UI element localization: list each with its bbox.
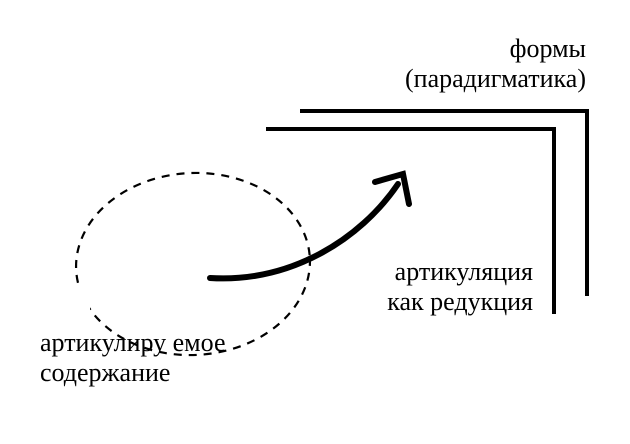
forms-label-line2: (парадигматика) bbox=[405, 64, 586, 93]
curved-arrow-icon bbox=[207, 181, 401, 282]
arrowhead-icon bbox=[372, 170, 412, 207]
articulation-label-line2: как редукция bbox=[387, 287, 533, 316]
inner-corner-frame bbox=[266, 127, 556, 314]
articulation-label: артикуляция как редукция bbox=[387, 257, 533, 317]
content-label-line2: содержание bbox=[40, 358, 171, 387]
ellipse-gap bbox=[64, 286, 90, 316]
forms-label: формы (парадигматика) bbox=[405, 34, 586, 94]
content-label-line1: артикулиру емое bbox=[40, 328, 226, 357]
articulation-label-line1: артикуляция bbox=[394, 257, 533, 286]
forms-label-line1: формы bbox=[509, 34, 586, 63]
content-label: артикулиру емое содержание bbox=[40, 328, 226, 388]
outer-corner-frame bbox=[300, 109, 589, 296]
